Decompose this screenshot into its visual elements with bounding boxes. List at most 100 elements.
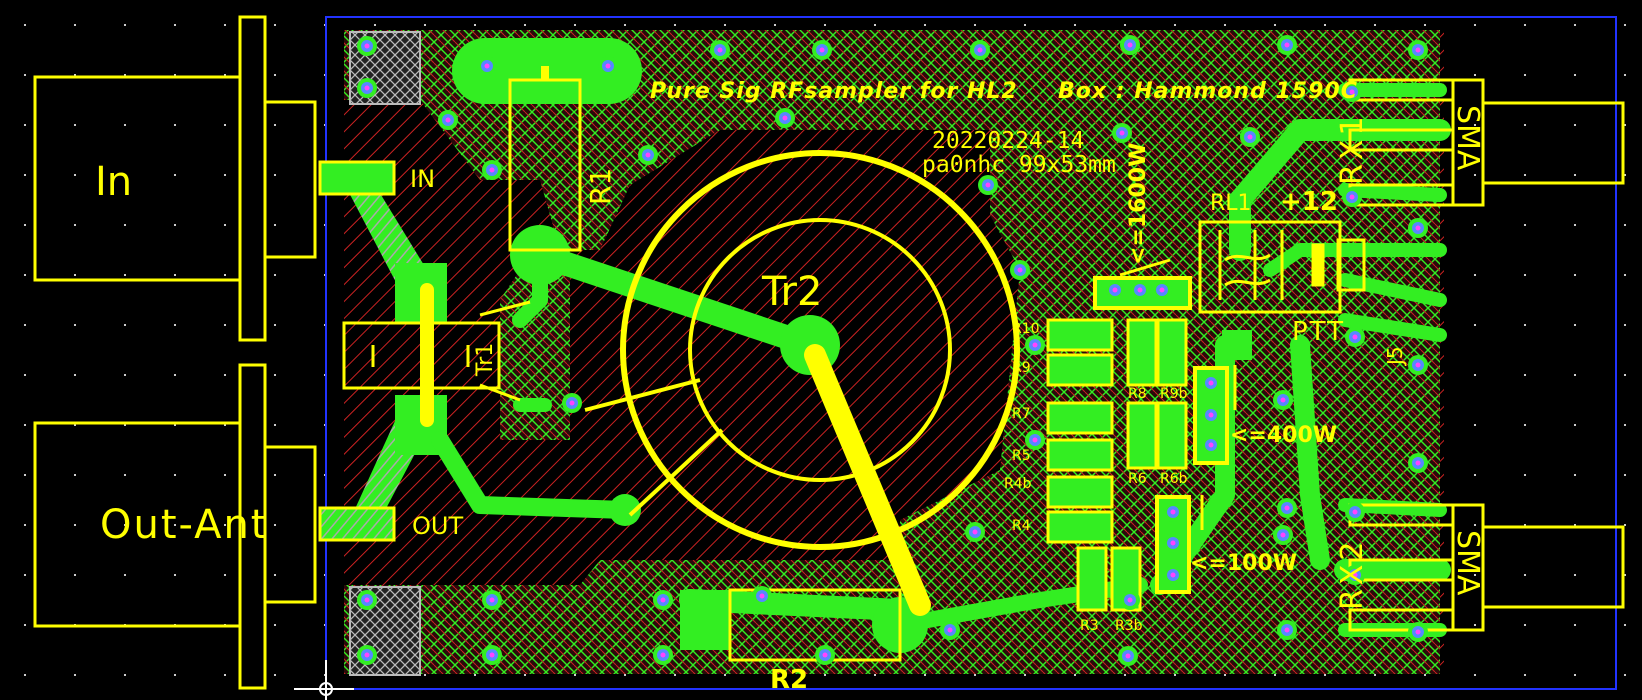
label-r6: R6 xyxy=(1128,471,1147,487)
via xyxy=(1345,565,1365,585)
via xyxy=(482,160,502,180)
via xyxy=(357,645,377,665)
label-rl1: RL1 xyxy=(1210,191,1252,216)
via xyxy=(1010,260,1030,280)
via xyxy=(1345,327,1365,347)
box-text: Box : Hammond 1590C xyxy=(1058,79,1358,104)
via xyxy=(438,110,458,130)
via xyxy=(1408,40,1428,60)
pad-out xyxy=(318,506,396,542)
label-out-small: OUT xyxy=(412,512,463,540)
label-in-big: In xyxy=(95,159,132,205)
via xyxy=(978,175,998,195)
via xyxy=(752,586,772,606)
via xyxy=(1408,453,1428,473)
label-r1: R1 xyxy=(584,168,617,205)
via xyxy=(1408,622,1428,642)
label-rx2: RX2 xyxy=(1335,538,1370,610)
via xyxy=(638,145,658,165)
label-r4b: R4b xyxy=(1004,476,1032,492)
via xyxy=(1025,430,1045,450)
via xyxy=(1163,565,1183,585)
via xyxy=(477,56,497,76)
via xyxy=(482,645,502,665)
via xyxy=(1273,390,1293,410)
via xyxy=(1273,525,1293,545)
via xyxy=(1118,646,1138,666)
via xyxy=(1277,620,1297,640)
via xyxy=(1408,355,1428,375)
label-r6b: R6b xyxy=(1160,471,1188,487)
label-1600w: <=1600W xyxy=(1126,143,1151,265)
via xyxy=(970,40,990,60)
label-rx1: RX1 xyxy=(1335,113,1370,185)
origin-marker xyxy=(294,660,354,700)
label-tr2: Tr2 xyxy=(761,269,822,315)
via xyxy=(1112,123,1132,143)
via xyxy=(357,590,377,610)
via xyxy=(357,78,377,98)
via xyxy=(1201,405,1221,425)
smd-resistor-pads xyxy=(1046,318,1188,612)
via xyxy=(1163,502,1183,522)
date-text: 20220224-14 xyxy=(932,128,1084,154)
label-out-big: Out-Ant xyxy=(100,502,268,548)
label-r2: R2 xyxy=(770,665,808,695)
connector-in-outline xyxy=(33,15,317,342)
label-r5: R5 xyxy=(1012,448,1031,464)
label-r9: R9 xyxy=(1012,360,1031,376)
via xyxy=(1120,590,1140,610)
label-r3: R3 xyxy=(1080,618,1099,634)
label-tr1: Tr1 xyxy=(473,343,498,377)
board-outline xyxy=(325,16,1617,690)
label-ptt: PTT xyxy=(1292,317,1345,347)
via xyxy=(1408,218,1428,238)
label-100w: <=100W xyxy=(1190,551,1297,576)
via xyxy=(1240,127,1260,147)
label-r3b: R3b xyxy=(1115,618,1143,634)
label-r10: R10 xyxy=(1012,321,1040,337)
via xyxy=(653,590,673,610)
via xyxy=(775,108,795,128)
via xyxy=(1152,280,1172,300)
label-r4: R4 xyxy=(1012,518,1031,534)
label-sma-bottom: SMA xyxy=(1450,530,1485,596)
label-sma-top: SMA xyxy=(1450,105,1485,171)
via xyxy=(1025,335,1045,355)
via xyxy=(653,645,673,665)
label-r8: R8 xyxy=(1128,386,1147,402)
via xyxy=(1163,533,1183,553)
pad-in xyxy=(318,160,396,196)
via xyxy=(815,645,835,665)
via xyxy=(965,522,985,542)
via xyxy=(1277,35,1297,55)
tr2-toroid xyxy=(584,150,1020,616)
via xyxy=(812,40,832,60)
label-in-small: IN xyxy=(410,165,435,193)
via xyxy=(1120,35,1140,55)
via xyxy=(482,590,502,610)
author-text: pa0nhc 99x53mm xyxy=(922,152,1116,178)
title-text: Pure Sig RFsampler for HL2 xyxy=(650,79,1018,104)
label-r9b: R9b xyxy=(1160,386,1188,402)
label-400w: <=400W xyxy=(1230,423,1337,448)
via xyxy=(1342,82,1362,102)
label-j5: J5 xyxy=(1383,346,1407,367)
via xyxy=(1130,280,1150,300)
label-r7: R7 xyxy=(1012,406,1031,422)
via xyxy=(357,36,377,56)
via xyxy=(1105,280,1125,300)
via xyxy=(1201,435,1221,455)
via-layer xyxy=(357,35,1428,666)
via xyxy=(1201,373,1221,393)
tr1-outline xyxy=(342,283,531,427)
label-plus12: +12 xyxy=(1280,187,1338,217)
r2-outline xyxy=(728,588,902,662)
via xyxy=(940,620,960,640)
via xyxy=(710,40,730,60)
rl1-relay xyxy=(1198,220,1366,314)
via xyxy=(1277,498,1297,518)
via xyxy=(598,56,618,76)
sma-rx1-outline xyxy=(1348,78,1625,207)
